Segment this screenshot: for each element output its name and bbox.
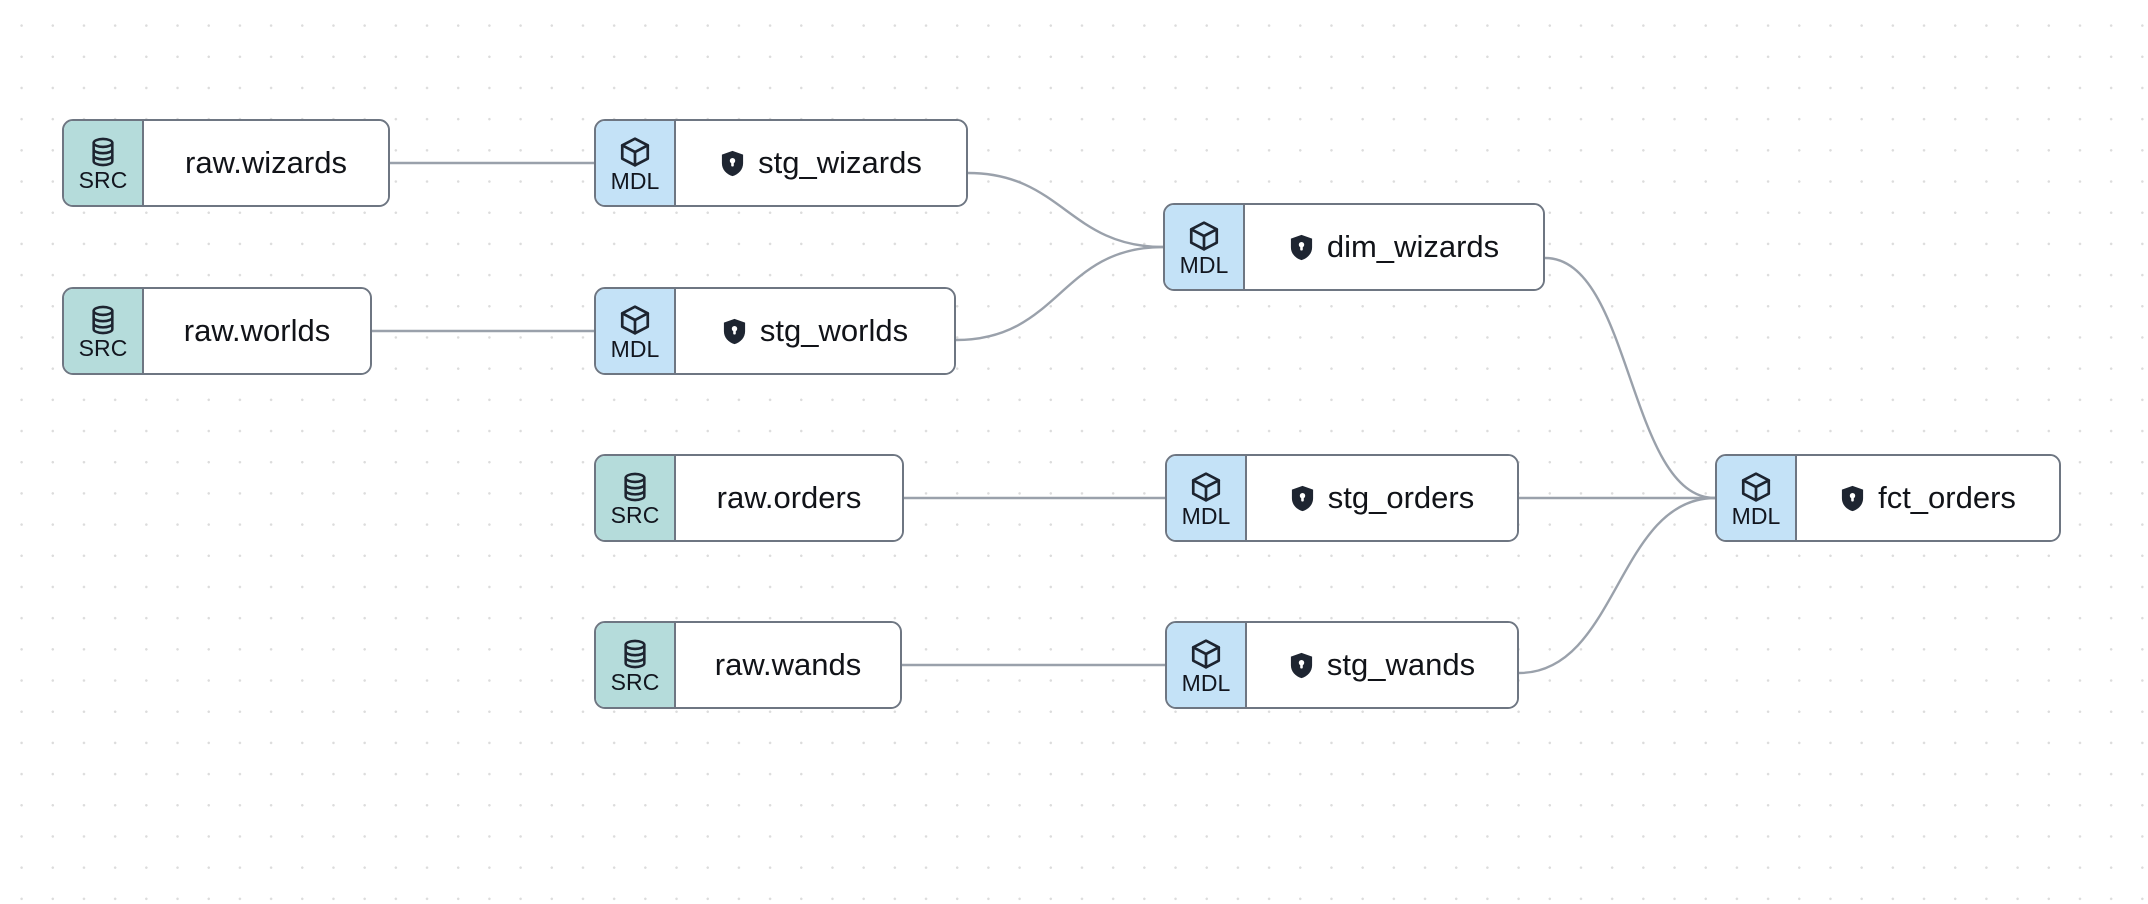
- database-icon: [87, 136, 119, 168]
- node-body: raw.worlds: [144, 289, 370, 373]
- badge-label: MDL: [610, 168, 660, 194]
- node-dim_wizards[interactable]: MDL dim_wizards: [1163, 203, 1545, 291]
- database-icon: [619, 638, 651, 670]
- node-body: stg_orders: [1247, 456, 1517, 540]
- shield-lock-icon: [722, 318, 747, 345]
- node-type-badge-mdl: MDL: [1167, 623, 1247, 707]
- node-label: raw.worlds: [183, 312, 331, 348]
- badge-label: MDL: [1731, 503, 1781, 529]
- node-raw_wizards[interactable]: SRC raw.wizards: [62, 119, 390, 207]
- node-type-badge-mdl: MDL: [1717, 456, 1797, 540]
- node-stg_wizards[interactable]: MDL stg_wizards: [594, 119, 968, 207]
- node-label: stg_worlds: [759, 312, 909, 348]
- node-label: fct_orders: [1878, 479, 2016, 515]
- edge-stg_wands-to-fct_orders[interactable]: [1517, 496, 1717, 675]
- node-raw_orders[interactable]: SRC raw.orders: [594, 454, 904, 542]
- node-label: stg_orders: [1327, 479, 1475, 515]
- shield-lock-icon: [720, 150, 745, 177]
- node-body: raw.wands: [676, 623, 900, 707]
- node-type-badge-mdl: MDL: [1167, 456, 1247, 540]
- node-stg_wands[interactable]: MDL stg_wands: [1165, 621, 1519, 709]
- badge-label: MDL: [1181, 503, 1231, 529]
- shield-lock-icon: [1289, 652, 1314, 679]
- node-body: fct_orders: [1797, 456, 2059, 540]
- cube-icon: [618, 303, 652, 337]
- node-raw_wands[interactable]: SRC raw.wands: [594, 621, 902, 709]
- node-raw_worlds[interactable]: SRC raw.worlds: [62, 287, 372, 375]
- node-type-badge-src: SRC: [64, 121, 144, 205]
- node-body: raw.wizards: [144, 121, 388, 205]
- cube-icon: [1739, 470, 1773, 504]
- node-stg_worlds[interactable]: MDL stg_worlds: [594, 287, 956, 375]
- cube-icon: [618, 135, 652, 169]
- database-icon: [619, 471, 651, 503]
- edge-dim_wizards-to-fct_orders[interactable]: [1543, 256, 1717, 500]
- node-label: dim_wizards: [1326, 228, 1500, 264]
- badge-label: SRC: [610, 502, 660, 528]
- node-body: stg_wizards: [676, 121, 966, 205]
- cube-icon: [1189, 637, 1223, 671]
- node-body: stg_worlds: [676, 289, 954, 373]
- edge-stg_worlds-to-dim_wizards[interactable]: [954, 245, 1165, 342]
- node-type-badge-mdl: MDL: [596, 121, 676, 205]
- node-body: stg_wands: [1247, 623, 1517, 707]
- shield-lock-icon: [1289, 234, 1314, 261]
- badge-label: SRC: [78, 335, 128, 361]
- node-type-badge-mdl: MDL: [596, 289, 676, 373]
- badge-label: MDL: [1179, 252, 1229, 278]
- badge-label: SRC: [78, 167, 128, 193]
- edge-stg_wizards-to-dim_wizards[interactable]: [966, 171, 1165, 249]
- badge-label: MDL: [1181, 670, 1231, 696]
- node-type-badge-src: SRC: [596, 623, 676, 707]
- node-label: raw.wands: [714, 646, 862, 682]
- node-body: dim_wizards: [1245, 205, 1543, 289]
- node-label: stg_wizards: [758, 144, 922, 180]
- node-label: raw.orders: [716, 479, 862, 515]
- cube-icon: [1187, 219, 1221, 253]
- node-type-badge-src: SRC: [64, 289, 144, 373]
- shield-lock-icon: [1840, 485, 1865, 512]
- shield-lock-icon: [1290, 485, 1315, 512]
- node-type-badge-src: SRC: [596, 456, 676, 540]
- database-icon: [87, 304, 119, 336]
- node-stg_orders[interactable]: MDL stg_orders: [1165, 454, 1519, 542]
- badge-label: SRC: [610, 669, 660, 695]
- cube-icon: [1189, 470, 1223, 504]
- node-fct_orders[interactable]: MDL fct_orders: [1715, 454, 2061, 542]
- node-body: raw.orders: [676, 456, 902, 540]
- badge-label: MDL: [610, 336, 660, 362]
- node-label: raw.wizards: [185, 144, 347, 180]
- node-type-badge-mdl: MDL: [1165, 205, 1245, 289]
- node-label: stg_wands: [1326, 646, 1476, 682]
